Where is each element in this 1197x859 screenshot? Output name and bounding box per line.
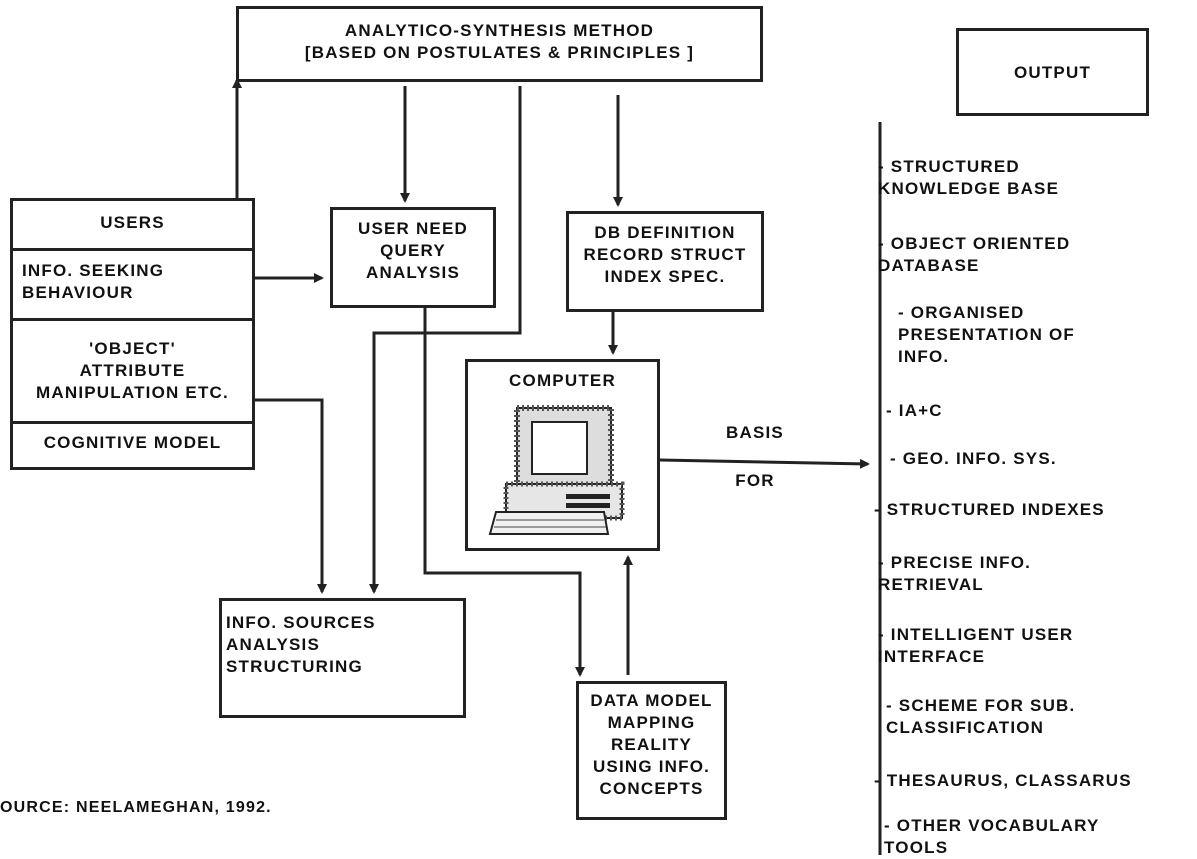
db-definition-text: DB DEFINITION RECORD STRUCT INDEX SPEC. (583, 223, 747, 286)
output-item-5: - GEO. INFO. SYS. (890, 449, 1057, 468)
data-model-text: DATA MODEL MAPPING REALITY USING INFO. C… (590, 691, 713, 798)
basis-label: BASIS (726, 423, 784, 442)
method-box (236, 6, 763, 82)
output-item-3: - ORGANISED PRESENTATION OF INFO. (898, 303, 1075, 366)
arrow-object-to-sources (255, 398, 327, 594)
object-attribute-label: 'OBJECT' ATTRIBUTE MANIPULATION ETC. (36, 339, 229, 402)
output-item-2: - OBJECT ORIENTED DATABASE (878, 234, 1071, 275)
data-model-box (576, 681, 727, 820)
output-item-1: - STRUCTURED KNOWLEDGE BASE (878, 157, 1060, 198)
cognitive-model-label: COGNITIVE MODEL (43, 433, 222, 452)
users-divider-1 (10, 248, 255, 251)
method-box-text: ANALYTICO-SYNTHESIS METHOD [BASED ON POS… (304, 21, 695, 62)
info-seeking-label: INFO. SEEKING BEHAVIOUR (22, 261, 165, 302)
users-divider-3 (10, 421, 255, 424)
output-item-10: - THESAURUS, CLASSARUS (874, 771, 1132, 790)
users-divider-2 (10, 318, 255, 321)
for-label: FOR (735, 471, 775, 490)
computer-label: COMPUTER (509, 371, 616, 390)
output-item-11: - OTHER VOCABULARY TOOLS (884, 816, 1100, 857)
computer-box (465, 359, 660, 551)
output-item-4: - IA+C (886, 401, 943, 420)
user-need-box (330, 207, 496, 308)
user-need-text: USER NEED QUERY ANALYSIS (358, 219, 468, 282)
users-box (10, 198, 255, 470)
info-sources-text: INFO. SOURCES ANALYSIS STRUCTURING (226, 613, 376, 676)
arrow-computer-to-output (659, 458, 870, 469)
users-label: USERS (100, 213, 165, 232)
output-box (956, 28, 1149, 116)
output-item-7: - PRECISE INFO. RETRIEVAL (878, 553, 1032, 594)
computer-icon (488, 405, 625, 535)
db-definition-box (566, 211, 764, 312)
arrow-user-need-to-data-model (423, 308, 585, 677)
output-item-8: - INTELLIGENT USER INTERFACE (878, 625, 1074, 666)
info-sources-box (219, 598, 466, 718)
output-item-6: - STRUCTURED INDEXES (874, 500, 1105, 519)
source-note: OURCE: NEELAMEGHAN, 1992. (0, 799, 272, 816)
output-item-9: - SCHEME FOR SUB. CLASSIFICATION (886, 696, 1076, 737)
output-box-text: OUTPUT (1013, 63, 1092, 82)
arrow-method-to-sources (369, 86, 522, 594)
